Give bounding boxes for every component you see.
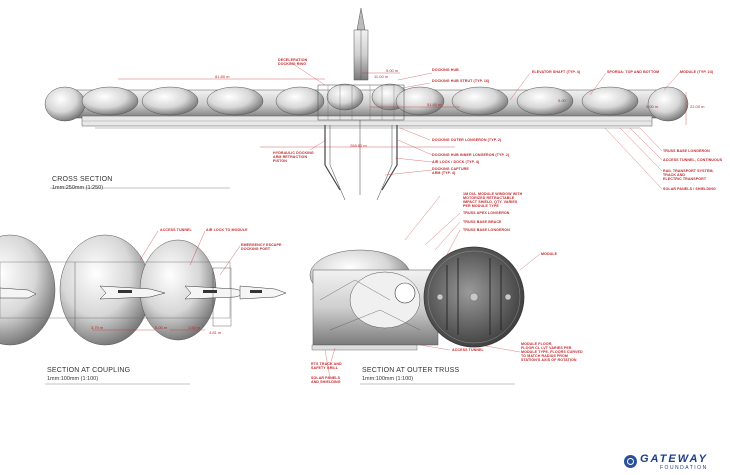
label-docking-hub: DOCKING HUB	[432, 68, 459, 72]
label-rail-transport: RAIL TRANSPORT SYSTEM, TRACK AND ELECTRI…	[663, 169, 714, 181]
label-deceleration-docking-ring: DECELERATION DOCKING RING	[278, 58, 308, 66]
label-rts-track: RTS TRACK AND SAFETY GRILL	[311, 362, 342, 370]
label-air-lock-dock: AIR LOCK / DOCK (TYP. 4)	[432, 160, 480, 164]
cross-section-scale: 1mm:250mm (1:250)	[52, 185, 104, 191]
label-access-tunnel-continuous: ACCESS TUNNEL, CONTINUOUS	[663, 158, 723, 162]
label-module-window: 1M DIA. MODULE WINDOW WITH MOTORIZED RET…	[463, 192, 523, 208]
gateway-logo-icon	[624, 455, 637, 468]
label-truss-base-longeron-right: TRUSS BASE LONGERON	[663, 149, 710, 153]
coupling-section-scale: 1mm:100mm (1:100)	[47, 376, 99, 382]
coupling-section-title: SECTION AT COUPLING 1mm:100mm (1:100)	[47, 367, 130, 382]
label-emergency-escape: EMERGENCY ESCAPE DOCKING PORT	[241, 243, 282, 251]
dim-4-81: 4.81 m	[209, 330, 222, 335]
dim-22-00: 22.00 m	[690, 104, 705, 109]
dim-11-00: 11.00 m	[374, 74, 389, 79]
label-solar-panels-shielding: SOLAR PANELS / SHIELDING	[663, 187, 716, 191]
dim-3-79: 3.79 m	[91, 325, 104, 330]
logo-subtitle: FOUNDATION	[660, 465, 708, 471]
coupling-section-name: SECTION AT COUPLING	[47, 367, 131, 374]
cross-section-title: CROSS SECTION 1mm:250mm (1:250)	[52, 176, 113, 191]
dim-1-50: 1.50 m	[188, 325, 201, 330]
outer-truss-section-drawing	[309, 195, 541, 385]
label-docking-hub-strut: DOCKING HUB STRUT (TYP. 16)	[432, 79, 490, 83]
cross-section-name: CROSS SECTION	[52, 176, 113, 183]
outer-section-scale: 1mm:100mm (1:100)	[362, 376, 414, 382]
label-hydraulic-docking-arm: HYDRAULIC DOCKING ARM RETRACTION PISTON	[273, 151, 314, 163]
coupling-section-drawing	[0, 230, 287, 385]
label-module-floor: MODULE FLOOR, FLOOR CL LVT VARIES PER MO…	[521, 342, 583, 362]
label-air-lock-to-module: AIR LOCK TO MODULE	[206, 228, 248, 232]
label-module-right: MODULE	[541, 252, 558, 256]
label-access-tunnel-left: ACCESS TUNNEL	[160, 228, 192, 232]
label-truss-apex-longeron: TRUSS APEX LONGERON	[463, 211, 510, 215]
label-truss-base-longeron: TRUSS BASE LONGERON	[463, 228, 510, 232]
label-access-tunnel-bottom: ACCESS TUNNEL	[452, 348, 484, 352]
label-elevator-shaft: ELEVATOR SHAFT (TYP. 4)	[532, 70, 581, 74]
label-sporda: SPORDA: TOP AND BOTTOM	[607, 70, 660, 74]
label-truss-base-brace: TRUSS BASE BRACE	[463, 220, 502, 224]
label-docking-capture-arm: DOCKING CAPTURE ARM (TYP. 4)	[432, 167, 469, 175]
dim-5-00-c: 5.00 m	[155, 325, 168, 330]
label-module: MODULE (TYP. 24)	[680, 70, 714, 74]
dim-5-00-b: 5.00 m	[646, 104, 659, 109]
dim-81-80: 81.80 m	[215, 74, 230, 79]
outer-section-title: SECTION AT OUTER TRUSS 1mm:100mm (1:100)	[362, 367, 459, 382]
label-solar-panels-and-shielding: SOLAR PANELS AND SHIELDING	[311, 376, 341, 384]
label-docking-hub-inner-longeron: DOCKING HUB INNER LONGERON (TYP. 2)	[432, 153, 510, 157]
gateway-foundation-logo: GATEWAY FOUNDATION	[624, 452, 724, 472]
dim-268-80: 268.80 m	[350, 143, 367, 148]
dim-5-00-prime: 5.00'	[558, 98, 567, 103]
dim-5-00: 5.00 m	[386, 68, 399, 73]
outer-section-name: SECTION AT OUTER TRUSS	[362, 367, 460, 374]
cross-section-drawing	[44, 7, 689, 201]
logo-name: GATEWAY	[640, 453, 708, 465]
dim-51-80: 51.80 m	[427, 102, 442, 107]
label-docking-outer-longeron: DOCKING OUTER LONGERON (TYP. 2)	[432, 138, 502, 142]
